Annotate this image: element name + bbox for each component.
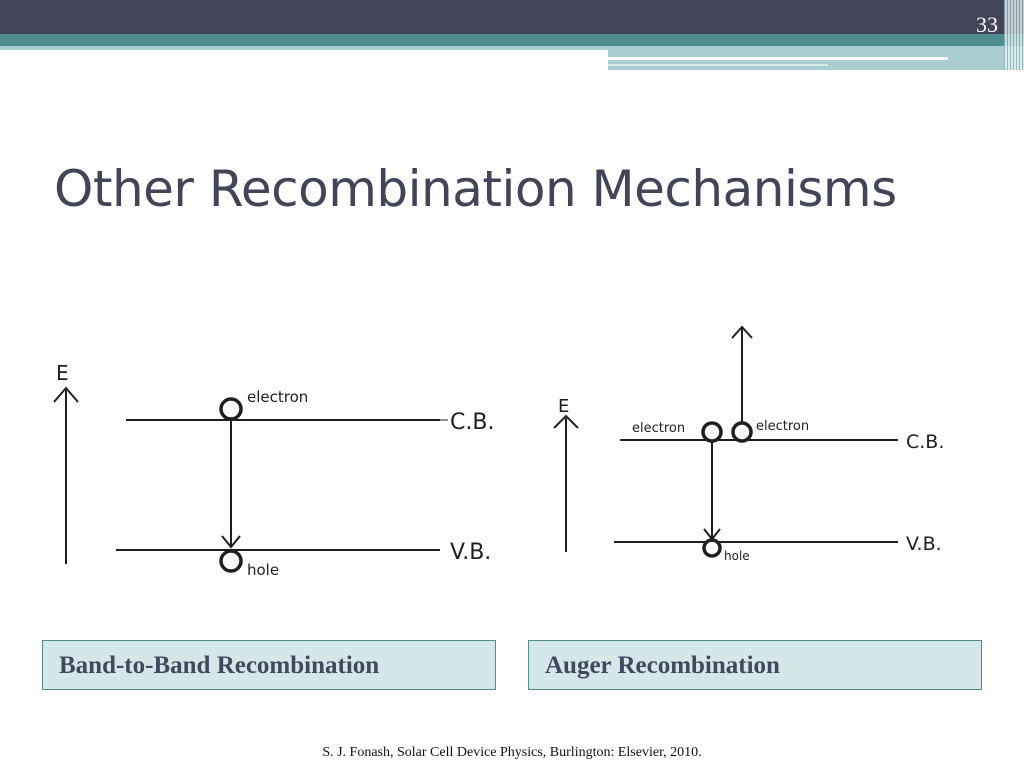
hole-label: hole — [724, 549, 750, 563]
hole-label: hole — [247, 561, 279, 579]
header-accent-strip — [0, 46, 608, 50]
electron-label: electron — [247, 388, 308, 406]
electron-circle-right — [731, 421, 753, 443]
band-to-band-caption: Band-to-Band Recombination — [42, 640, 496, 690]
energy-axis-arrowhead — [53, 386, 79, 403]
auger-diagram: E C.B. V.B. electron electron hole — [538, 320, 962, 620]
electron-circle — [219, 397, 243, 421]
conduction-band-label: C.B. — [450, 410, 494, 435]
band-to-band-diagram: E C.B. V.B. electron hole — [40, 350, 520, 590]
slide-number: 33 — [976, 12, 998, 37]
auger-caption: Auger Recombination — [528, 640, 982, 690]
valence-band-label: V.B. — [450, 540, 491, 565]
reference-citation: S. J. Fonash, Solar Cell Device Physics,… — [322, 745, 702, 760]
valence-band-label: V.B. — [906, 533, 942, 555]
header-bar — [0, 0, 1024, 34]
electron-circle-left — [701, 421, 723, 443]
recombination-arrowhead — [221, 535, 241, 549]
excitation-arrowhead — [731, 325, 753, 339]
slide-title: Other Recombination Mechanisms — [54, 160, 897, 218]
header-stripes — [1004, 0, 1024, 70]
hole-circle — [219, 549, 243, 573]
energy-axis-arrowhead — [553, 414, 579, 429]
electron-left-label: electron — [632, 421, 685, 436]
energy-axis-label: E — [558, 396, 569, 417]
header-accent-line-2 — [608, 64, 828, 66]
header-accent-line — [608, 57, 948, 60]
energy-axis-label: E — [56, 361, 69, 385]
header-accent-band — [0, 34, 1024, 46]
hole-circle — [702, 538, 722, 558]
electron-right-label: electron — [756, 419, 809, 434]
conduction-band-label: C.B. — [906, 431, 944, 453]
